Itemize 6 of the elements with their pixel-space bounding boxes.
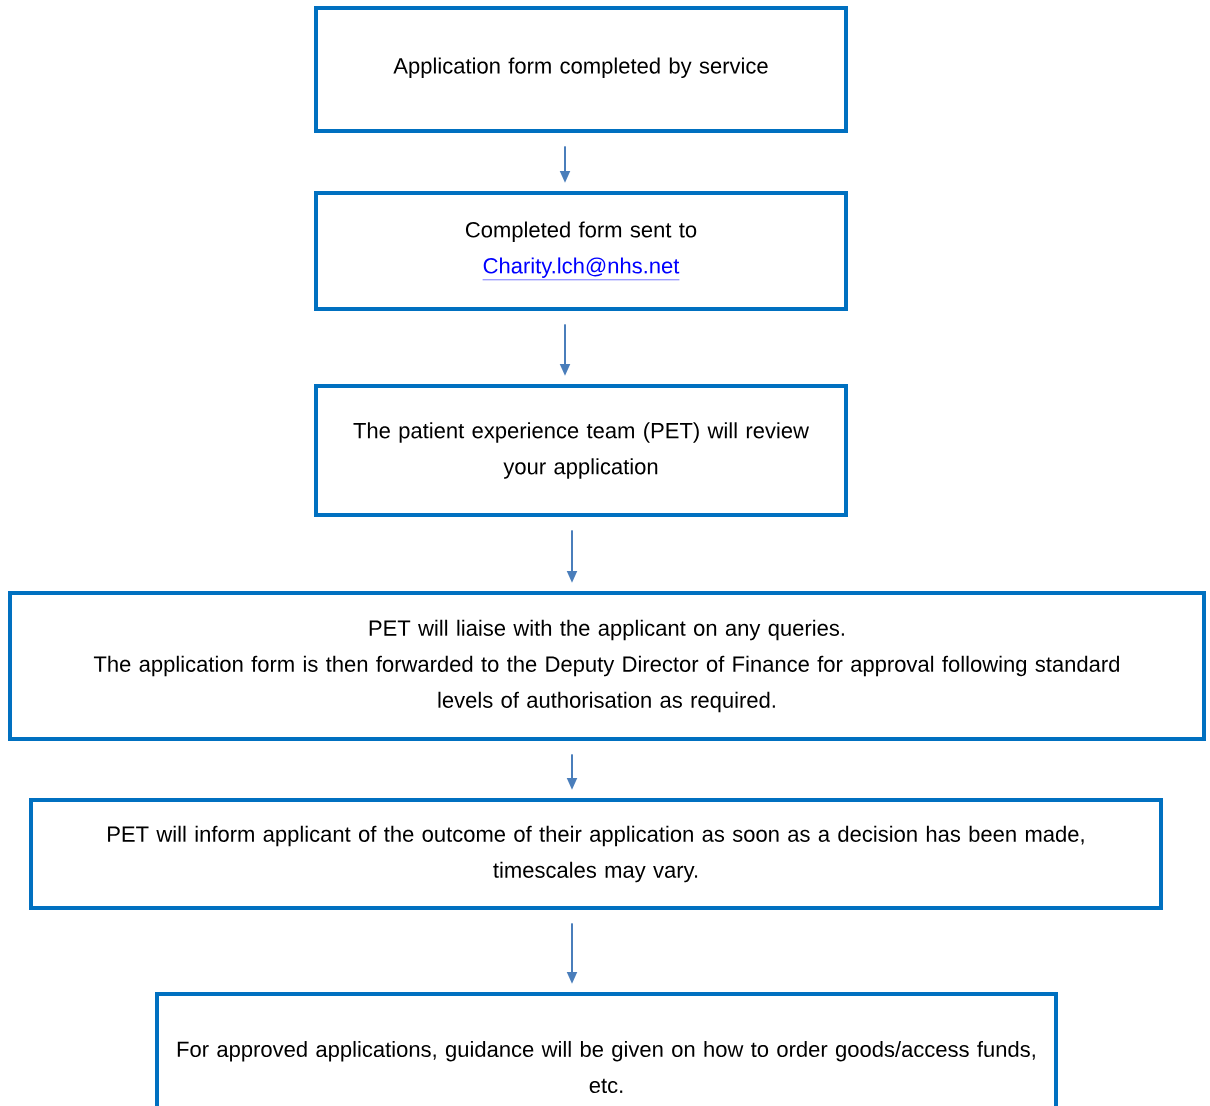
process-box: The patient experience team (PET) will review your application: [314, 384, 848, 517]
process-box: PET will inform applicant of the outcome of their application as soon as a decision has been made, timescales may vary.: [29, 798, 1163, 910]
process-box: PET will liaise with the applicant on any queries. The application form is then forwarded to the Deputy Director of Finance for approval following standard levels of authorisation as required.: [8, 591, 1206, 741]
process-box: For approved applications, guidance will be given on how to order goods/access funds, etc.: [155, 992, 1058, 1106]
process-box: Application form completed by service: [314, 6, 848, 133]
process-box: Completed form sent to Charity.lch@nhs.net: [314, 191, 848, 311]
